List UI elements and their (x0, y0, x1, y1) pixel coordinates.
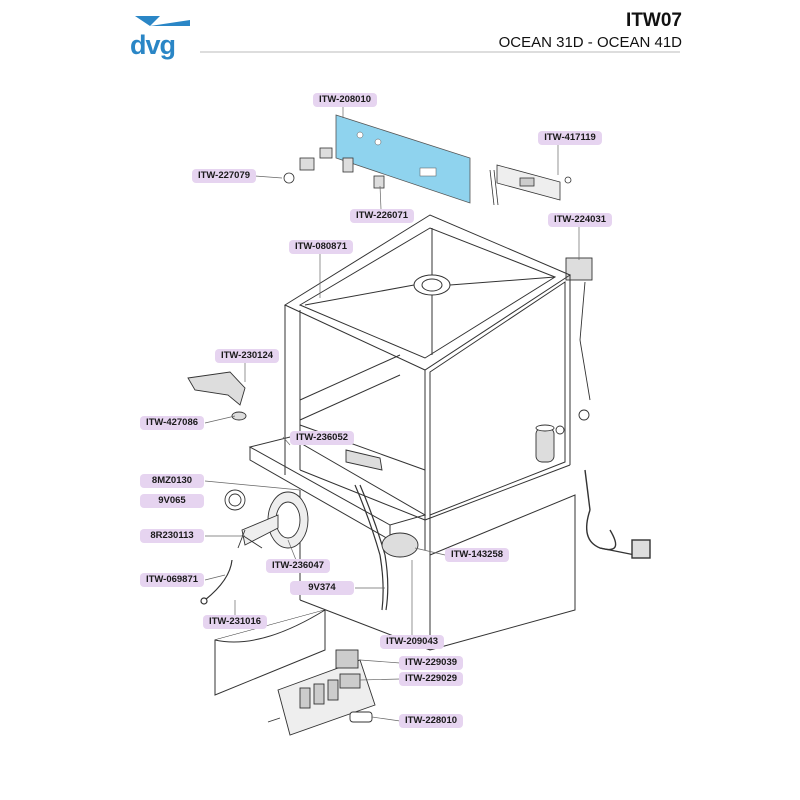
door-hinge-parts (187, 371, 383, 471)
part-label-itw-208010: ITW-208010 (313, 93, 377, 107)
switch-components (283, 147, 385, 189)
control-panel-strip (335, 114, 471, 204)
electronic-board (489, 164, 572, 206)
part-label-itw-228010: ITW-228010 (399, 714, 463, 728)
part-label-9v065: 9V065 (140, 494, 204, 508)
part-label-itw-209043: ITW-209043 (380, 635, 444, 649)
part-label-itw-236047: ITW-236047 (266, 559, 330, 573)
drain-hose (354, 484, 389, 611)
rinse-aid-dispenser (535, 424, 565, 463)
cabinet-frame (284, 275, 576, 651)
part-label-8r230113: 8R230113 (140, 529, 204, 543)
brand-logo-text: dvg (130, 30, 176, 60)
part-label-itw-229029: ITW-229029 (399, 672, 463, 686)
leader-lines (204, 107, 580, 722)
part-label-itw-069871: ITW-069871 (140, 573, 204, 587)
diagram-code: ITW07 (626, 10, 682, 31)
bottom-bracket (214, 609, 326, 696)
part-label-itw-229039: ITW-229039 (399, 656, 463, 670)
part-label-itw-224031: ITW-224031 (548, 213, 612, 227)
part-label-itw-427086: ITW-427086 (140, 416, 204, 430)
model-names: OCEAN 31D - OCEAN 41D (498, 34, 682, 51)
door-panel (248, 436, 427, 541)
drain-pump (381, 532, 419, 558)
dvg-logo (135, 16, 190, 26)
part-label-itw-143258: ITW-143258 (445, 548, 509, 562)
wiring-lead (200, 559, 233, 605)
part-label-itw-236052: ITW-236052 (290, 431, 354, 445)
heater-assembly (224, 489, 309, 549)
part-label-8mz0130: 8MZ0130 (140, 474, 204, 488)
power-cable (584, 469, 651, 559)
part-label-itw-417119: ITW-417119 (538, 131, 602, 145)
part-label-itw-230124: ITW-230124 (215, 349, 279, 363)
solenoid-valve (565, 257, 593, 421)
part-label-itw-226071: ITW-226071 (350, 209, 414, 223)
part-label-9v374: 9V374 (290, 581, 354, 595)
part-label-itw-227079: ITW-227079 (192, 169, 256, 183)
part-label-itw-231016: ITW-231016 (203, 615, 267, 629)
tank-top (283, 214, 572, 371)
part-label-itw-080871: ITW-080871 (289, 240, 353, 254)
control-board (267, 649, 376, 736)
